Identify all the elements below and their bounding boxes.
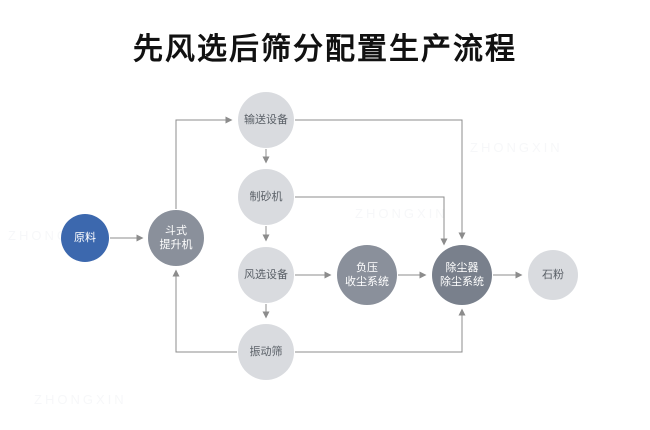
node-negative-pressure-system-label: 负压 收尘系统 xyxy=(345,261,389,288)
arrow-vibratingscreen-to-dustcollector xyxy=(295,308,466,353)
node-vibrating-screen: 振动筛 xyxy=(238,324,294,380)
node-dust-collector-system-label: 除尘器 除尘系统 xyxy=(440,261,484,288)
node-vibrating-screen-label: 振动筛 xyxy=(249,345,283,358)
node-air-classifier-label: 风选设备 xyxy=(244,268,288,281)
node-bucket-elevator-label: 斗式 提升机 xyxy=(159,224,193,251)
arrow-vibratingscreen-to-bucket xyxy=(172,269,237,353)
arrow-conveyor-to-dustcollector xyxy=(295,119,466,240)
page-title: 先风选后筛分配置生产流程 xyxy=(133,33,517,66)
node-dust-collector-system: 除尘器 除尘系统 xyxy=(432,245,492,305)
arrow-sandmaker-to-dustcollector xyxy=(295,196,448,246)
node-negative-pressure-system: 负压 收尘系统 xyxy=(337,245,397,305)
node-air-classifier: 风选设备 xyxy=(238,247,294,303)
node-conveyor: 输送设备 xyxy=(238,92,294,148)
node-bucket-elevator: 斗式 提升机 xyxy=(148,210,204,266)
arrow-bucket-to-conveyor xyxy=(175,116,233,209)
node-sand-maker-label: 制砂机 xyxy=(249,190,283,203)
node-raw-material: 原料 xyxy=(61,214,109,262)
node-stone-powder: 石粉 xyxy=(528,250,578,300)
node-conveyor-label: 输送设备 xyxy=(244,113,288,126)
node-sand-maker: 制砂机 xyxy=(238,169,294,225)
node-stone-powder-label: 石粉 xyxy=(542,268,564,281)
node-raw-material-label: 原料 xyxy=(74,231,96,244)
